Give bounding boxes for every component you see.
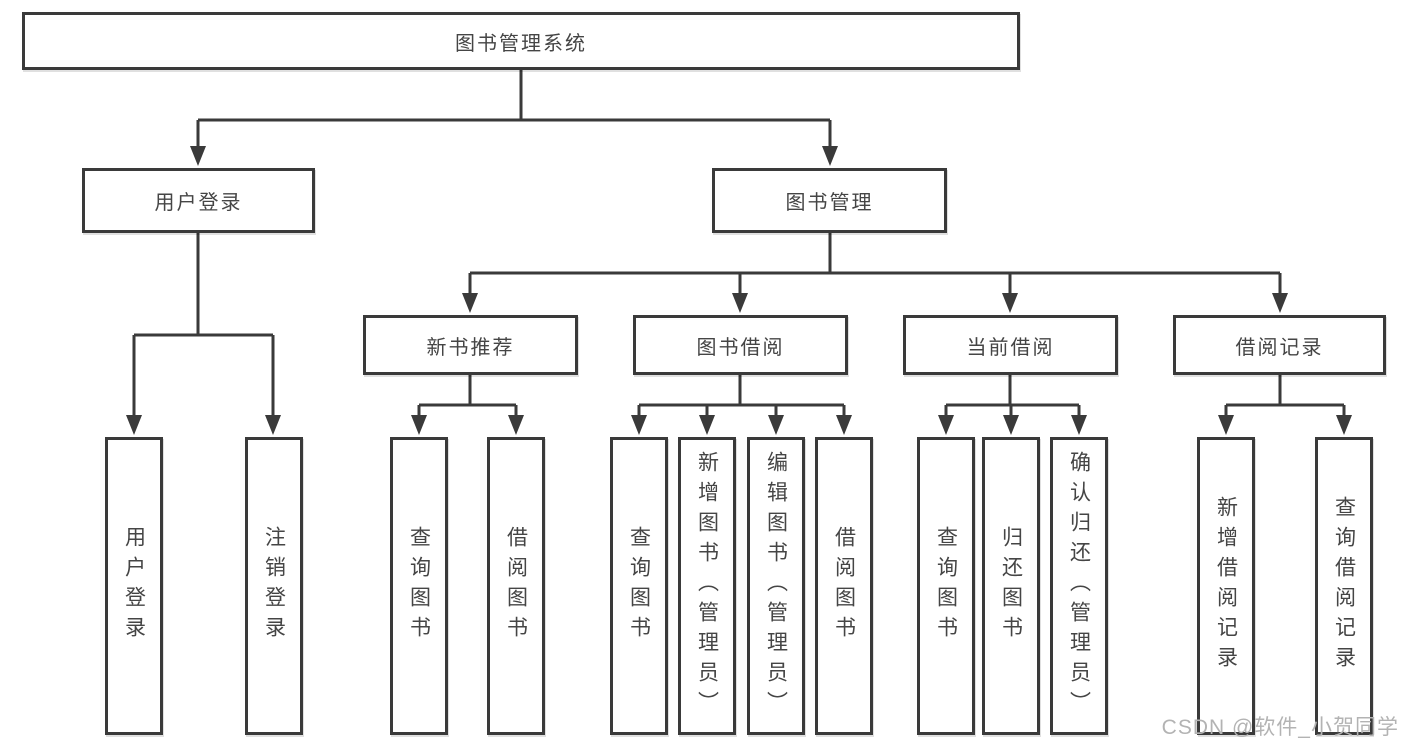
leaf-add-borrow-record: 新增借阅记录 (1197, 437, 1255, 735)
node-borrow-records: 借阅记录 (1173, 315, 1386, 375)
node-current-borrow: 当前借阅 (903, 315, 1118, 375)
node-library-management-system: 图书管理系统 (22, 12, 1020, 70)
node-book-borrow: 图书借阅 (633, 315, 848, 375)
leaf-query-books-recommend: 查询图书 (390, 437, 448, 735)
leaf-add-book-admin: 新增图书（管理员） (678, 437, 736, 735)
leaf-query-books-current: 查询图书 (917, 437, 975, 735)
leaf-return-books: 归还图书 (982, 437, 1040, 735)
leaf-edit-book-admin: 编辑图书（管理员） (747, 437, 805, 735)
leaf-query-books-borrow: 查询图书 (610, 437, 668, 735)
leaf-confirm-return-admin: 确认归还（管理员） (1050, 437, 1108, 735)
leaf-borrow-books-recommend: 借阅图书 (487, 437, 545, 735)
csdn-watermark: CSDN @软件_小贺同学 (1161, 716, 1399, 739)
leaf-user-login: 用户登录 (105, 437, 163, 735)
leaf-query-borrow-record: 查询借阅记录 (1315, 437, 1373, 735)
leaf-logout: 注销登录 (245, 437, 303, 735)
node-book-management: 图书管理 (712, 168, 947, 233)
node-user-login: 用户登录 (82, 168, 315, 233)
node-new-book-recommend: 新书推荐 (363, 315, 578, 375)
leaf-borrow-books: 借阅图书 (815, 437, 873, 735)
